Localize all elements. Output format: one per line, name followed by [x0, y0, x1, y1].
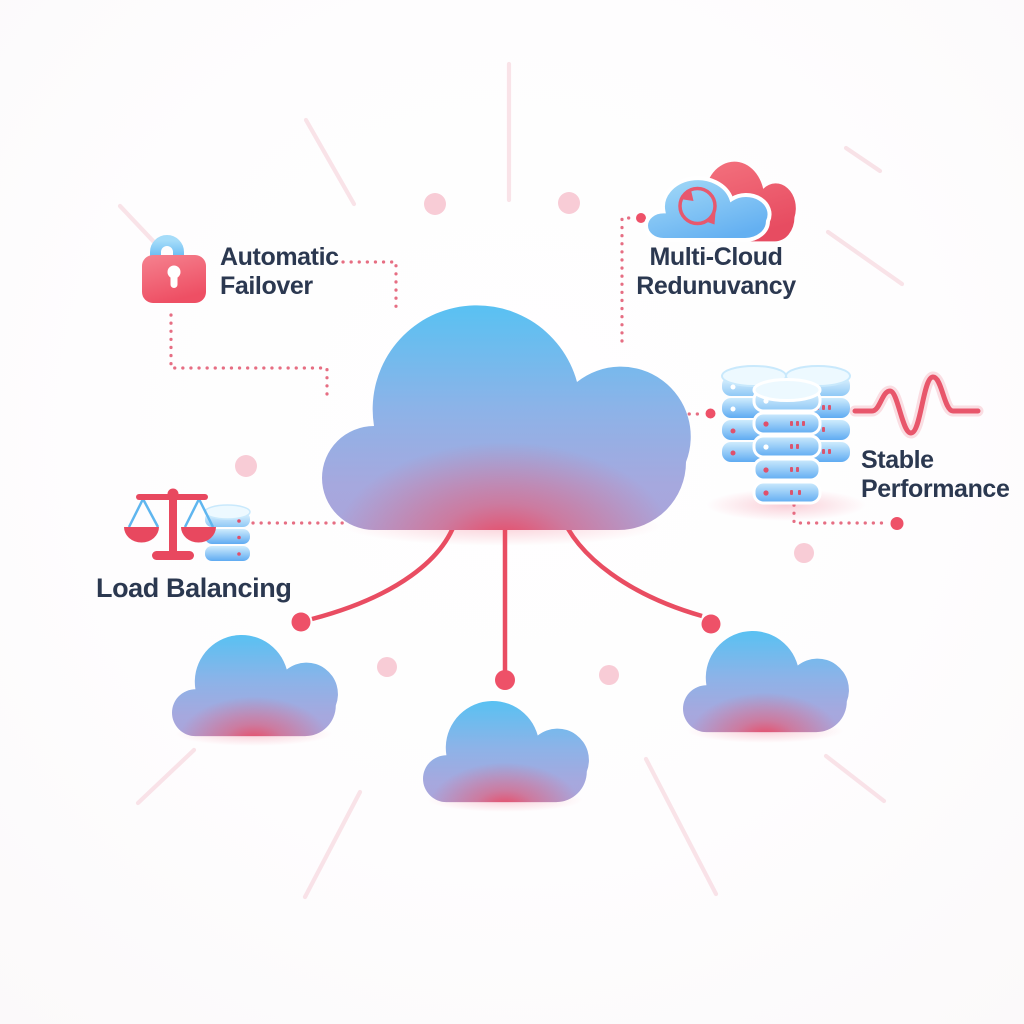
label-automatic-failover: Automatic Failover	[220, 243, 339, 300]
label-load-balancing: Load Balancing	[96, 573, 292, 603]
balance-scale-icon	[124, 488, 216, 560]
child-cloud-middle	[423, 700, 589, 803]
db-stack-front	[752, 378, 822, 505]
dotted-connector-multicloud	[620, 216, 635, 343]
padlock-icon	[142, 235, 206, 303]
dotted-connectors	[169, 216, 889, 525]
sync-icon	[678, 186, 717, 226]
database-cluster-icon	[721, 365, 851, 505]
cloud-connector-endpoints	[291, 612, 721, 690]
dotted-connector-padlock	[169, 313, 329, 402]
dotted-connector-performance-out	[792, 495, 889, 525]
child-cloud-left	[172, 634, 338, 737]
child-cloud-right	[683, 630, 849, 733]
mini-database-icon	[204, 504, 251, 561]
label-stable-performance: Stable Performance	[861, 446, 1010, 503]
background-streaks	[117, 61, 905, 900]
dotted-connector-failover-text	[341, 260, 398, 311]
load-balancing-icon-group	[124, 488, 251, 561]
label-multi-cloud-redundancy: Multi-Cloud Redunuvancy	[636, 243, 796, 300]
blue-cloud	[646, 178, 770, 240]
dotted-connector-endpoints	[636, 213, 904, 530]
background-dots	[235, 192, 814, 685]
multi-cloud-icon	[646, 161, 796, 242]
central-cloud-icon	[322, 305, 691, 530]
waveform-icon	[849, 371, 984, 439]
